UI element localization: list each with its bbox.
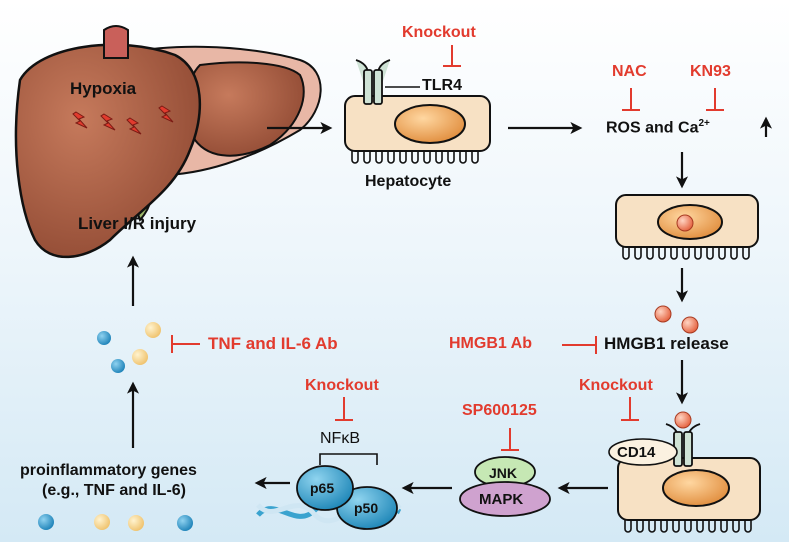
- ca-superscript: 2+: [698, 118, 710, 129]
- knockout-nfkb-label: Knockout: [305, 377, 379, 394]
- cytokine-row: [38, 514, 193, 531]
- proinflammatory-genes-label: proinflammatory genes: [20, 462, 197, 479]
- hmgb1-release-label: HMGB1 release: [604, 334, 729, 353]
- hmgb1-particles: [654, 305, 699, 334]
- p50-label: p50: [354, 500, 379, 516]
- hepatocyte-middle: [615, 194, 759, 260]
- inferior-vena-cava: [103, 25, 129, 59]
- liver-injury-label: Liver I/R injury: [78, 214, 197, 233]
- jnk-label: JNK: [489, 465, 518, 481]
- tnf-il6-ab-inhibitor-line: [171, 335, 200, 353]
- nac-label: NAC: [612, 63, 647, 80]
- kn93-inhibitor-line: [706, 88, 724, 111]
- p65-label: p65: [310, 480, 335, 496]
- cd14-inhibitor-line: [621, 397, 639, 421]
- liver-illustration: [14, 25, 322, 259]
- kn93-label: KN93: [690, 63, 731, 80]
- lightning-bolt-icon: [126, 117, 142, 135]
- ros-ca-label: ROS and Ca2+: [606, 118, 710, 137]
- nfkb-complex: [256, 453, 402, 530]
- hepatocyte-bottom: [617, 411, 761, 533]
- liver-main-lobe: [14, 43, 201, 259]
- cd14-label: CD14: [617, 444, 656, 461]
- mapk-label: MAPK: [479, 491, 524, 508]
- flow-arrows: [126, 121, 689, 495]
- lightning-bolt-icon: [72, 111, 88, 129]
- hypoxia-label: Hypoxia: [70, 79, 137, 98]
- lightning-bolt-icon: [100, 113, 116, 131]
- knockout-cd14-label: Knockout: [579, 377, 653, 394]
- cd14-capsule: [608, 438, 678, 466]
- tlr4-label: TLR4: [422, 77, 462, 94]
- proinflammatory-genes-example: (e.g., TNF and IL-6): [42, 482, 186, 499]
- sp600125-inhibitor-line: [501, 428, 519, 451]
- nfkb-inhibitor-line: [335, 397, 353, 421]
- nfkb-label: NFκB: [320, 430, 360, 447]
- tlr4-receptor: [355, 59, 391, 105]
- jnk-mapk-complex: [459, 456, 551, 517]
- sp600125-label: SP600125: [462, 402, 537, 419]
- knockout-tlr4-label: Knockout: [402, 24, 476, 41]
- nac-inhibitor-line: [622, 88, 640, 111]
- hypoxia-bolts: [72, 105, 174, 135]
- tlr4-inhibitor-line: [443, 45, 461, 67]
- hepatocyte-top: [344, 59, 491, 164]
- cytokine-cluster: [97, 322, 161, 373]
- lightning-bolt-icon: [158, 105, 174, 123]
- hmgb1-ab-label: HMGB1 Ab: [449, 335, 532, 352]
- tnf-il6-ab-label: TNF and IL-6 Ab: [208, 334, 338, 353]
- liver-right-lobe: [187, 61, 305, 157]
- hepatocyte-label: Hepatocyte: [365, 173, 452, 190]
- hmgb1-ab-inhibitor-line: [562, 336, 597, 354]
